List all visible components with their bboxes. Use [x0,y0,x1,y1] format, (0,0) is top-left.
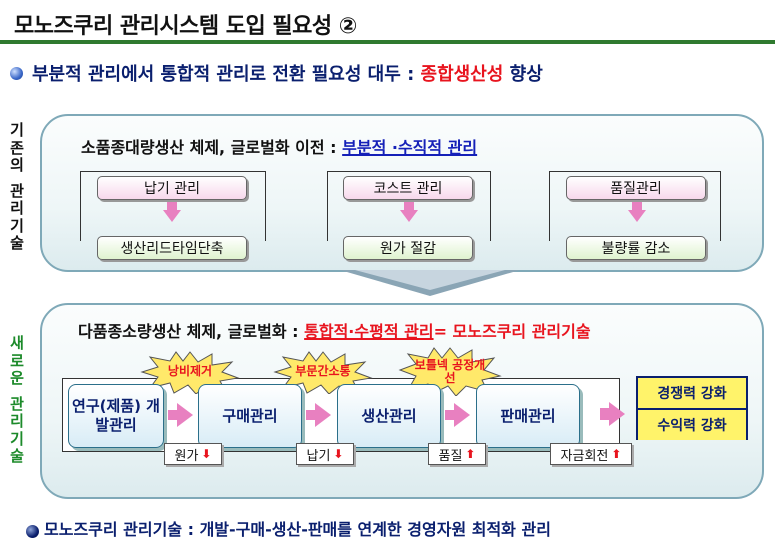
page-title: 모노즈쿠리 관리시스템 도입 필요성 ② [14,14,357,39]
result-line: 경쟁력 강화 [638,378,746,408]
right-arrow-icon [445,410,455,420]
process-step: 판매관리 [476,384,580,448]
burst-icon [140,351,240,394]
effect-tag: 자금회전⬆ [550,443,632,465]
burst-label: 부문간소통 [295,364,351,378]
subtitle-highlight: 종합생산성 [420,64,504,85]
burst-label: 낭비제거 [167,364,213,378]
subtitle-tail: 향상 [509,64,543,85]
bullet-icon [26,525,39,538]
subtitle-main: 부분적 관리에서 통합적 관리로 전환 필요성 대두 : [32,64,415,85]
down-arrow-icon: ⬇ [333,447,344,461]
new-panel-heading-highlight: 통합적·수평적 관리 [304,322,434,341]
down-arrow-icon [632,202,642,210]
old-item-bracket [327,171,491,241]
down-arrow-icon [167,202,177,210]
old-item-top: 품질관리 [566,176,706,200]
burst-label: 보틀넥 공정개선 [414,358,486,385]
result-box: 경쟁력 강화 수익력 강화 [636,376,748,440]
transition-chevron-inner [355,270,505,290]
right-arrow-icon [177,403,193,427]
up-arrow-icon: ⬆ [465,447,476,461]
old-item-bottom: 생산리드타임단축 [97,236,247,260]
right-arrow-icon [168,410,178,420]
effect-tag: 납기⬇ [296,443,354,465]
right-arrow-icon [609,402,625,426]
old-item-bottom: 불량률 감소 [566,236,706,260]
old-item-top: 납기 관리 [97,176,247,200]
right-arrow-icon [306,410,316,420]
burst-icon [273,351,373,394]
old-item-bottom: 원가 절감 [343,236,473,260]
down-arrow-icon [628,210,646,222]
process-step: 생산관리 [337,384,441,448]
subtitle: 부분적 관리에서 통합적 관리로 전환 필요성 대두 : 종합생산성 향상 [32,60,543,86]
right-arrow-icon [600,408,610,420]
new-panel-heading: 다품종소량생산 체제, 글로벌화 : 통합적·수평적 관리= 모노즈쿠리 관리기… [78,322,591,341]
process-step: 연구(제품) 개발관리 [68,384,164,448]
bullet-icon [10,67,23,80]
up-arrow-icon: ⬆ [611,447,622,461]
effect-tag: 원가⬇ [164,443,222,465]
result-line: 수익력 강화 [638,410,746,440]
title-divider [0,40,775,44]
down-arrow-icon: ⬇ [201,447,212,461]
old-panel-heading: 소품종대량생산 체제, 글로벌화 이전 : 부분적 ·수직적 관리 [81,138,478,157]
effect-tag: 품질⬆ [428,443,486,465]
footer-summary: 모노즈쿠리 관리기술 : 개발-구매-생산-판매를 연계한 경영자원 최적화 관… [44,520,551,539]
right-arrow-icon [454,403,470,427]
old-item-top: 코스트 관리 [343,176,473,200]
process-step: 구매관리 [198,384,302,448]
old-panel-heading-highlight: 부분적 ·수직적 관리 [342,138,478,157]
down-arrow-icon [163,210,181,222]
down-arrow-icon [404,202,414,210]
old-item-bracket [80,171,266,241]
new-panel-heading-eq: = 모노즈쿠리 관리기술 [433,322,591,341]
old-item-bracket [549,171,721,241]
down-arrow-icon [400,210,418,222]
right-arrow-icon [315,403,331,427]
